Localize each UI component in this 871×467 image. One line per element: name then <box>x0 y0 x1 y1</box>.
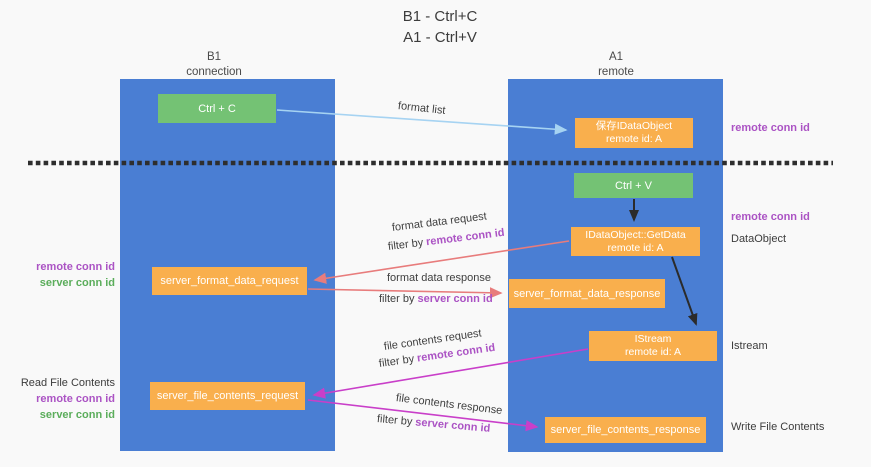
right-label-remote-conn-id-mid: remote conn id <box>731 211 810 223</box>
server-conn-id-keyword: server conn id <box>414 416 491 435</box>
right-label-istream: Istream <box>731 340 768 352</box>
edge-label-format-data-response: format data response <box>387 272 491 284</box>
node-ctrl-c: Ctrl + C <box>158 94 276 123</box>
right-label-dataobject: DataObject <box>731 233 787 245</box>
node-server-format-data-response: server_format_data_response <box>509 279 665 308</box>
edge-label-file-contents-response: file contents response <box>395 392 503 417</box>
node-server-file-contents-request: server_file_contents_request <box>150 382 305 410</box>
lane-b1-role: connection <box>186 66 242 78</box>
remote-conn-id-keyword: remote conn id <box>425 226 506 249</box>
lane-header-a1: A1 remote <box>556 50 676 80</box>
node-ctrl-c-label: Ctrl + C <box>198 102 236 115</box>
node-server-format-data-request-label: server_format_data_request <box>160 275 299 287</box>
left-label-remote-conn-id-2: remote conn id <box>36 393 115 405</box>
node-save-idataobject-line2: remote id: A <box>605 133 663 145</box>
right-label-remote-conn-id-top: remote conn id <box>731 122 810 134</box>
filter-by-text: filter by <box>376 413 413 429</box>
filter-by-text: filter by <box>378 353 415 370</box>
filter-by-text: filter by <box>379 293 415 305</box>
node-server-format-data-response-label: server_format_data_response <box>513 287 661 300</box>
node-server-file-contents-request-label: server_file_contents_request <box>156 390 299 402</box>
diagram-title-line1: B1 - Ctrl+C <box>402 8 478 25</box>
lane-b1-name: B1 <box>206 51 222 63</box>
lane-a1-role: remote <box>598 66 634 78</box>
diagram-title: B1 - Ctrl+C A1 - Ctrl+V <box>340 6 540 48</box>
node-istream-line1: IStream <box>634 333 672 345</box>
left-label-server-conn-id-1: server conn id <box>39 277 115 289</box>
server-conn-id-keyword: server conn id <box>417 293 493 305</box>
edge-label-format-list: format list <box>397 100 447 117</box>
node-idataobject-getdata-line1: IDataObject::GetData <box>585 228 686 241</box>
filter-by-text: filter by <box>387 236 424 253</box>
lane-header-b1: B1 connection <box>154 50 274 80</box>
lane-a1-name: A1 <box>608 51 624 63</box>
node-istream-line2: remote id: A <box>624 346 682 358</box>
node-save-idataobject: 保存IDataObject remote id: A <box>575 118 693 148</box>
node-server-format-data-request: server_format_data_request <box>152 267 307 295</box>
right-label-write-file-contents: Write File Contents <box>731 421 825 433</box>
left-label-server-conn-id-2: server conn id <box>39 409 115 421</box>
node-server-file-contents-response-label: server_file_contents_response <box>550 424 701 436</box>
node-idataobject-getdata-line2: remote id: A <box>607 241 664 254</box>
left-label-remote-conn-id-1: remote conn id <box>36 261 115 273</box>
node-istream: IStream remote id: A <box>589 331 717 361</box>
node-idataobject-getdata: IDataObject::GetData remote id: A <box>571 227 700 256</box>
node-save-idataobject-line1: 保存IDataObject <box>595 120 673 132</box>
node-ctrl-v: Ctrl + V <box>574 173 693 198</box>
diagram-title-line2: A1 - Ctrl+V <box>403 29 477 46</box>
node-ctrl-v-label: Ctrl + V <box>615 179 652 192</box>
left-label-read-file-contents: Read File Contents <box>20 377 115 389</box>
node-server-file-contents-response: server_file_contents_response <box>545 417 706 443</box>
